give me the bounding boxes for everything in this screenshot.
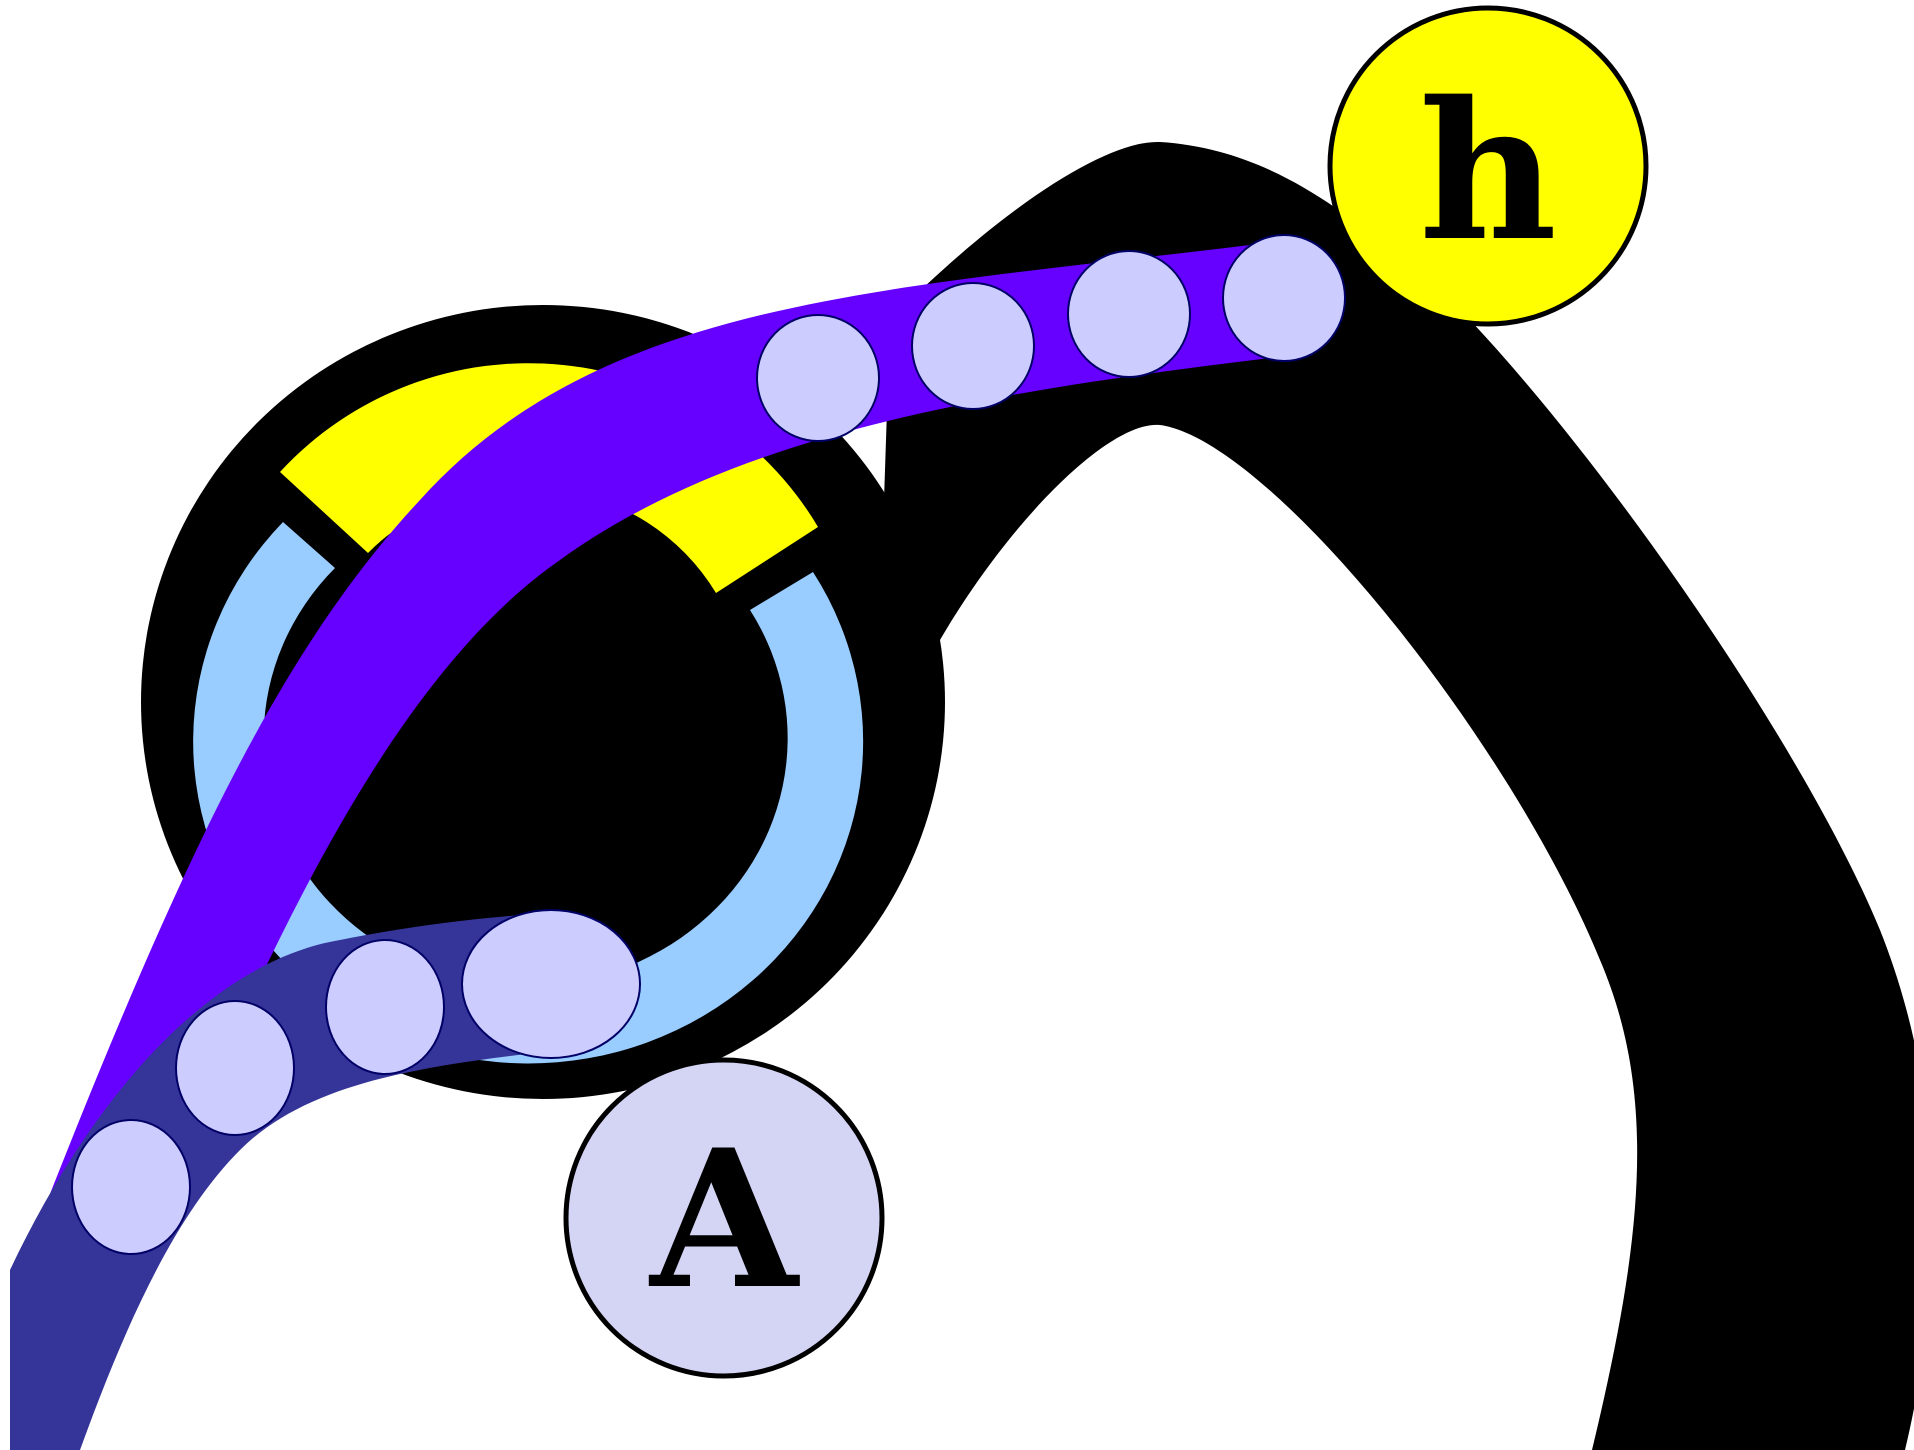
purple-route-marker: [911, 282, 1035, 410]
purple-route-marker: [756, 314, 880, 442]
navy-route-marker: [461, 909, 641, 1059]
navy-route-marker: [71, 1119, 191, 1255]
node-h-circle: [1327, 5, 1649, 327]
purple-route-marker: [1067, 250, 1191, 378]
node-h-label: h: [1419, 60, 1557, 283]
node-a-circle: [563, 1057, 885, 1379]
navy-route-markers: [71, 909, 641, 1255]
navy-route-marker: [175, 1000, 295, 1136]
node-a-label: A: [648, 1108, 800, 1331]
node-h: h: [1327, 5, 1649, 327]
light-blue-arc: [193, 522, 864, 1064]
black-arch-route: [880, 141, 1914, 1450]
node-a: A: [563, 1057, 885, 1379]
navy-route-marker: [325, 939, 445, 1075]
purple-route-markers: [756, 234, 1346, 442]
purple-route-marker: [1222, 234, 1346, 362]
